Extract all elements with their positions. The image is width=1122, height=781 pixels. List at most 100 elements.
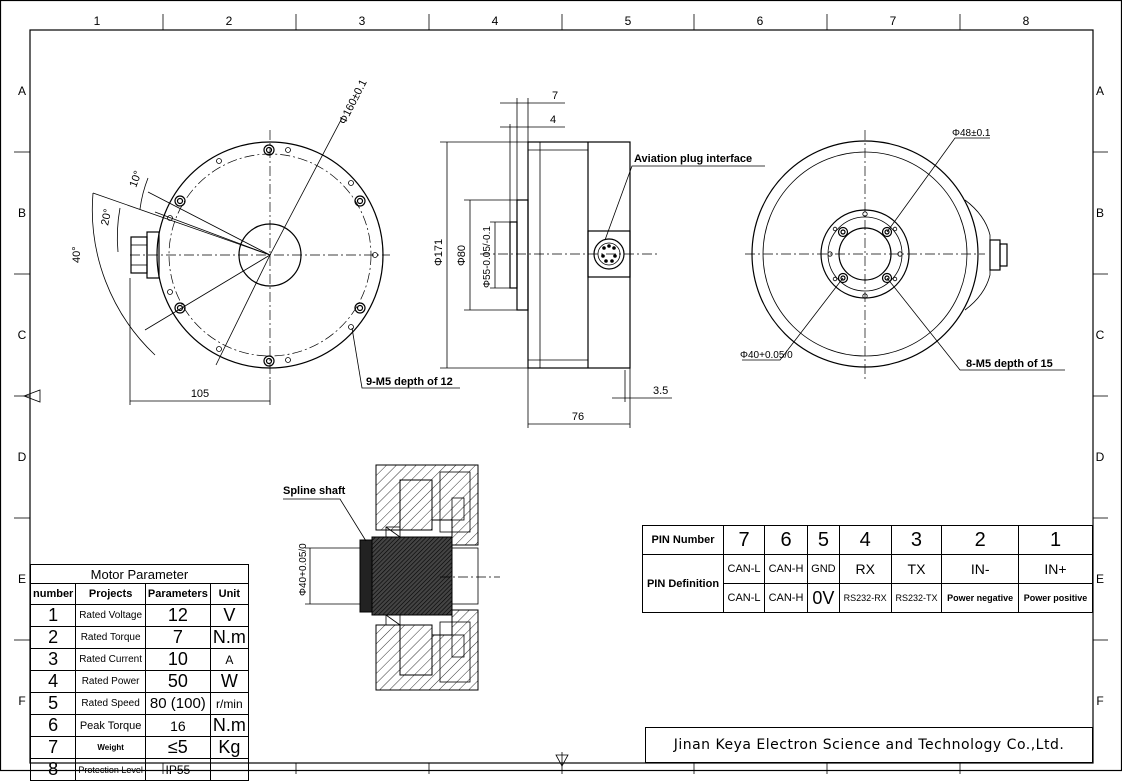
pin-definition-cell: IN-: [941, 554, 1019, 584]
motor-table-header: number Projects Parameters Unit: [29, 583, 249, 605]
pin-number-cell: 4: [838, 525, 892, 555]
label-spline-shaft: Spline shaft: [283, 485, 346, 497]
label-aviation-plug: Aviation plug interface: [634, 153, 752, 165]
company-title-block: Jinan Keya Electron Science and Technolo…: [645, 727, 1093, 763]
pin-number-cell: 5: [807, 525, 840, 555]
pin-description-row: CAN-L CAN-H 0V RS232-RX RS232-TX Power n…: [643, 583, 1093, 613]
row-label: E: [18, 572, 26, 586]
dimension-outer-dia: Φ160±0.1: [337, 78, 370, 127]
dimension-7: 7: [552, 90, 558, 102]
column-label: 4: [492, 14, 499, 28]
dimension-dia-48: Φ48±0.1: [952, 128, 991, 139]
row-number: 6: [29, 714, 77, 737]
row-number: 4: [29, 670, 77, 693]
pin-table: PIN Number 7 6 5 4 3 2 1 PIN Definition …: [642, 525, 1093, 613]
row-number: 1: [29, 604, 77, 627]
dimension-angle-20: 20°: [99, 208, 114, 227]
column-label: 3: [359, 14, 366, 28]
centering-mark-bottom: [555, 754, 569, 767]
front-view-left: [91, 117, 460, 405]
row-parameter: 80 (100): [144, 692, 211, 715]
row-unit: r/min: [209, 692, 249, 715]
row-label: E: [1096, 572, 1104, 586]
row-label: B: [18, 206, 26, 220]
pin-number-cell: 1: [1018, 525, 1093, 555]
pin-definition-cell: CAN-H: [764, 554, 808, 584]
pin-definition-label: PIN Definition: [642, 554, 724, 613]
pin-number-label: PIN Number: [642, 525, 724, 555]
pin-number-cell: 2: [941, 525, 1019, 555]
inner-border: [29, 29, 1094, 764]
centering-mark-left: [22, 389, 41, 403]
dimension-3-5: 3.5: [653, 385, 668, 397]
row-label: C: [1096, 328, 1105, 342]
row-project: Rated Speed: [75, 692, 146, 715]
row-parameter: ≤5: [144, 736, 211, 759]
row-parameter: IP55: [144, 758, 211, 781]
pin-number-cell: 6: [764, 525, 808, 555]
row-project: Rated Voltage: [75, 604, 146, 627]
row-label: F: [18, 694, 25, 708]
pin-number-row: PIN Number 7 6 5 4 3 2 1: [642, 525, 1093, 555]
pin-description-cell: CAN-L: [722, 583, 766, 613]
row-number: 8: [29, 758, 77, 781]
table-row: 1 Rated Voltage 12 V: [29, 604, 249, 627]
column-label: 8: [1023, 14, 1030, 28]
row-unit: V: [209, 604, 249, 627]
row-parameter: 16: [144, 714, 211, 737]
row-number: 2: [29, 626, 77, 649]
header-unit: Unit: [209, 583, 249, 605]
pin-definition-row: PIN Definition CAN-L CAN-H GND RX TX IN-…: [642, 554, 1093, 613]
row-number: 5: [29, 692, 77, 715]
column-label: 5: [625, 14, 632, 28]
column-label: 2: [226, 14, 233, 28]
row-project: Weight: [75, 736, 146, 759]
row-unit: [209, 758, 249, 781]
row-label: A: [18, 84, 26, 98]
motor-table-title: Motor Parameter: [30, 564, 249, 584]
row-label: F: [1096, 694, 1103, 708]
row-unit: Kg: [209, 736, 249, 759]
side-view: [440, 98, 765, 428]
pin-description-cell: Power negative: [941, 583, 1019, 613]
dimension-4: 4: [550, 114, 556, 126]
row-unit: A: [209, 648, 249, 671]
row-project: Peak Torque: [75, 714, 146, 737]
row-project: Rated Current: [75, 648, 146, 671]
dimension-105: 105: [191, 388, 209, 400]
table-row: 6 Peak Torque 16 N.m: [29, 714, 249, 737]
table-row: 7 Weight ≤5 Kg: [29, 736, 249, 759]
pin-definition-cell: GND: [807, 554, 840, 584]
column-label: 1: [94, 14, 101, 28]
table-row: 2 Rated Torque 7 N.m: [29, 626, 249, 649]
row-number: 3: [29, 648, 77, 671]
label-holes-left: 9-M5 depth of 12: [366, 376, 453, 388]
section-view: [283, 464, 500, 691]
pin-description-cell: Power positive: [1018, 583, 1093, 613]
pin-definition-cell: RX: [838, 554, 892, 584]
pin-description-cell: CAN-H: [764, 583, 808, 613]
row-project: Rated Power: [75, 670, 146, 693]
header-number: number: [29, 583, 77, 605]
label-holes-right: 8-M5 depth of 15: [966, 358, 1053, 370]
row-project: Rated Torque: [75, 626, 146, 649]
pin-number-cell: 3: [890, 525, 943, 555]
column-label: 7: [890, 14, 897, 28]
row-unit: N.m: [209, 714, 249, 737]
pin-definition-cell: TX: [890, 554, 943, 584]
dimension-dia-80: Φ80: [456, 245, 468, 266]
dimension-dia-171: Φ171: [433, 239, 445, 266]
pin-description-cell: RS232-TX: [890, 583, 943, 613]
row-label: D: [1096, 450, 1105, 464]
row-parameter: 7: [144, 626, 211, 649]
row-number: 7: [29, 736, 77, 759]
column-label: 6: [757, 14, 764, 28]
table-row: 4 Rated Power 50 W: [29, 670, 249, 693]
dimension-76: 76: [572, 411, 584, 423]
dimension-dia-40-section: Φ40+0.05/0: [298, 543, 309, 596]
header-projects: Projects: [75, 583, 146, 605]
row-unit: W: [209, 670, 249, 693]
pin-number-cell: 7: [722, 525, 766, 555]
